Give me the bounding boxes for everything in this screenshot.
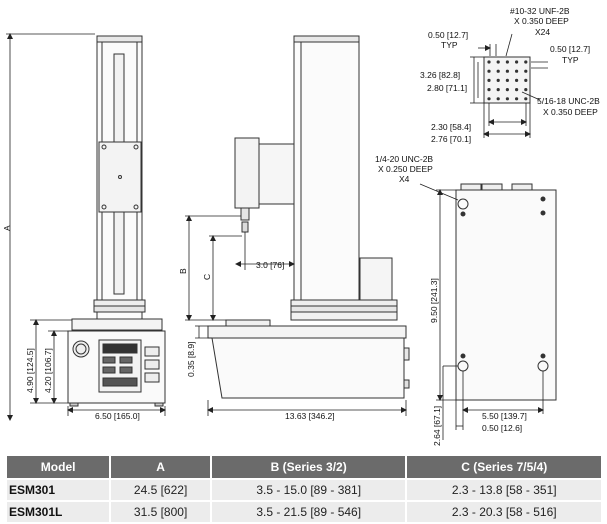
base-top-view xyxy=(455,183,557,401)
dimension-lines xyxy=(6,33,548,440)
dim-pitch-right-line1: 0.50 [12.7] xyxy=(550,44,590,54)
plate-hole xyxy=(487,97,491,101)
cell-b: 3.5 - 15.0 [89 - 381] xyxy=(211,480,406,500)
cell-model: ESM301L xyxy=(7,502,110,522)
spec-table-header-row: Model A B (Series 3/2) C (Series 7/5/4) xyxy=(7,456,601,478)
dimension-labels: A 4.90 [124.5] 4.20 [106.7] 6.50 [165.0]… xyxy=(2,6,600,446)
plate-hole xyxy=(496,97,500,101)
dim-plate-2-76: 2.76 [70.1] xyxy=(431,134,471,144)
plate-hole xyxy=(487,69,491,73)
dim-pitch-top-line2: TYP xyxy=(441,40,458,50)
callout-5-16-line1: 5/16-18 UNC-2B xyxy=(537,96,600,106)
plate-hole xyxy=(505,69,509,73)
dim-a: A xyxy=(2,225,12,231)
header-a: A xyxy=(111,456,210,478)
header-b: B (Series 3/2) xyxy=(211,456,406,478)
dim-plate-2-30: 2.30 [58.4] xyxy=(431,122,471,132)
callout-10-32-line1: #10-32 UNF-2B xyxy=(510,6,570,16)
plate-hole xyxy=(487,60,491,64)
dim-4-20: 4.20 [106.7] xyxy=(43,348,53,393)
plate-hole xyxy=(505,88,509,92)
plate-hole xyxy=(505,78,509,82)
dim-c: C xyxy=(202,274,212,280)
plate-hole xyxy=(487,78,491,82)
plate-hole xyxy=(524,69,528,73)
plate-hole xyxy=(515,88,519,92)
plate-hole xyxy=(496,69,500,73)
cell-c: 2.3 - 20.3 [58 - 516] xyxy=(407,502,601,522)
callout-1-4-line2: X 0.250 DEEP xyxy=(378,164,433,174)
dim-base-5-50: 5.50 [139.7] xyxy=(482,411,527,421)
dim-base-0-50: 0.50 [12.6] xyxy=(482,423,522,433)
dim-b: B xyxy=(178,268,188,274)
table-row: ESM301 24.5 [622] 3.5 - 15.0 [89 - 381] … xyxy=(7,480,601,500)
callout-5-16-line2: X 0.350 DEEP xyxy=(543,107,598,117)
dim-13-63: 13.63 [346.2] xyxy=(285,411,335,421)
dim-base-2-64: 2.64 [67.1] xyxy=(432,406,442,446)
plate-hole xyxy=(496,88,500,92)
table-row: ESM301L 31.5 [800] 3.5 - 21.5 [89 - 546]… xyxy=(7,502,601,522)
dim-pitch-right-line2: TYP xyxy=(562,55,579,65)
plate-hole xyxy=(515,60,519,64)
callout-10-32-line3: X24 xyxy=(535,27,550,37)
dim-base-9-50: 9.50 [241.3] xyxy=(429,278,439,323)
callout-1-4-line3: X4 xyxy=(399,174,410,184)
adapter-plate xyxy=(483,56,531,104)
dim-3-0: 3.0 [76] xyxy=(256,260,284,270)
plate-hole xyxy=(515,97,519,101)
cell-b: 3.5 - 21.5 [89 - 546] xyxy=(211,502,406,522)
callout-10-32-line2: X 0.350 DEEP xyxy=(514,16,569,26)
header-model: Model xyxy=(7,456,110,478)
cell-a: 24.5 [622] xyxy=(111,480,210,500)
front-view xyxy=(67,35,166,407)
spec-table: Model A B (Series 3/2) C (Series 7/5/4) … xyxy=(5,454,603,524)
plate-hole xyxy=(524,97,528,101)
plate-hole xyxy=(505,97,509,101)
dim-plate-2-80: 2.80 [71.1] xyxy=(427,83,467,93)
side-view xyxy=(207,35,410,399)
plate-hole xyxy=(515,69,519,73)
plate-hole xyxy=(487,88,491,92)
dim-6-50: 6.50 [165.0] xyxy=(95,411,140,421)
dim-0-35: 0.35 [8.9] xyxy=(186,342,196,377)
plate-hole xyxy=(515,78,519,82)
cell-a: 31.5 [800] xyxy=(111,502,210,522)
plate-hole xyxy=(524,78,528,82)
plate-hole xyxy=(496,78,500,82)
dimension-drawing: A 4.90 [124.5] 4.20 [106.7] 6.50 [165.0]… xyxy=(2,6,600,446)
dim-plate-3-26: 3.26 [82.8] xyxy=(420,70,460,80)
plate-hole xyxy=(524,60,528,64)
plate-hole xyxy=(524,88,528,92)
plate-hole xyxy=(496,60,500,64)
cell-model: ESM301 xyxy=(7,480,110,500)
dim-4-90: 4.90 [124.5] xyxy=(25,348,35,393)
cell-c: 2.3 - 13.8 [58 - 351] xyxy=(407,480,601,500)
dim-pitch-top-line1: 0.50 [12.7] xyxy=(428,30,468,40)
callout-1-4-line1: 1/4-20 UNC-2B xyxy=(375,154,433,164)
header-c: C (Series 7/5/4) xyxy=(407,456,601,478)
plate-hole xyxy=(505,60,509,64)
